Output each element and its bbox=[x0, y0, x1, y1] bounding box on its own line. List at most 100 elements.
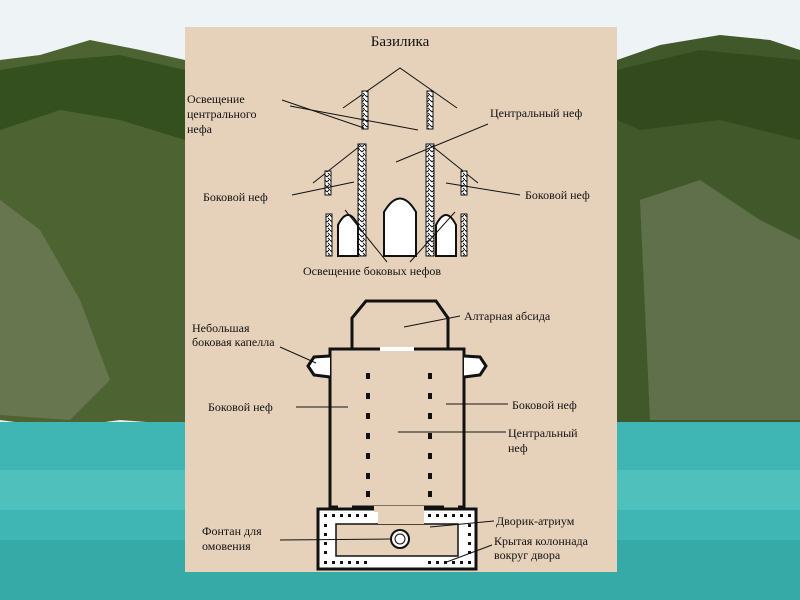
arch-center bbox=[383, 197, 417, 257]
leader-side-light-2 bbox=[409, 211, 456, 263]
colonnade-column bbox=[356, 514, 359, 517]
leader-side-nave-right bbox=[445, 182, 521, 196]
colonnade-column bbox=[444, 514, 447, 517]
arch-left bbox=[337, 214, 359, 257]
label-altar-apse: Алтарная абсида bbox=[464, 309, 551, 323]
aisle-wall-lower-right bbox=[460, 213, 468, 257]
chapel-right bbox=[463, 354, 488, 379]
colonnade-column bbox=[332, 561, 335, 564]
colonnade-column bbox=[324, 561, 327, 564]
left-cliff-shade bbox=[0, 200, 110, 420]
colonnade-column bbox=[324, 551, 327, 554]
apse-opening bbox=[380, 347, 414, 351]
label-plan-side-nave-left: Боковой неф bbox=[208, 400, 273, 414]
column bbox=[366, 473, 370, 479]
colonnade-column bbox=[460, 514, 463, 517]
column bbox=[366, 453, 370, 459]
leader-colonnade bbox=[443, 544, 493, 564]
label-side-nave-right: Боковой неф bbox=[525, 188, 590, 202]
clerestory-wall-right bbox=[426, 90, 434, 130]
aisle-wall-upper-left bbox=[324, 170, 332, 196]
colonnade-column bbox=[468, 514, 471, 517]
nave-wall-left bbox=[357, 143, 367, 257]
colonnade-column bbox=[324, 533, 327, 536]
leader-apse bbox=[403, 315, 461, 328]
column bbox=[366, 491, 370, 497]
altar-apse bbox=[350, 299, 450, 349]
column bbox=[428, 373, 432, 379]
colonnade bbox=[324, 514, 471, 564]
side-roof-right bbox=[431, 145, 479, 184]
leader-side-nave-left bbox=[291, 181, 355, 196]
side-roof-left bbox=[312, 145, 361, 184]
label-central-nave: Центральный неф bbox=[490, 106, 582, 120]
fountain bbox=[390, 529, 410, 549]
aisle-wall-upper-right bbox=[460, 170, 468, 196]
leader-atrium bbox=[429, 520, 495, 528]
column bbox=[366, 413, 370, 419]
colonnade-column bbox=[452, 561, 455, 564]
colonnade-column bbox=[428, 514, 431, 517]
arch-right bbox=[435, 214, 457, 257]
colonnade-column bbox=[468, 524, 471, 527]
fountain-inner bbox=[394, 533, 406, 545]
label-side-nave-left: Боковой неф bbox=[203, 190, 268, 204]
columns-left bbox=[366, 373, 370, 497]
column bbox=[428, 453, 432, 459]
column bbox=[428, 491, 432, 497]
label-small-chapel: Небольшая боковая капелла bbox=[192, 321, 275, 349]
label-fountain: Фонтан для омовения bbox=[202, 524, 265, 553]
atrium-gap-top bbox=[378, 509, 424, 524]
leader-clerestory-2 bbox=[289, 105, 419, 131]
nave-body bbox=[328, 347, 466, 509]
colonnade-column bbox=[468, 542, 471, 545]
leader-side-light-1 bbox=[344, 209, 388, 263]
left-cliff-foliage bbox=[0, 55, 185, 140]
clerestory-wall-left bbox=[361, 90, 369, 130]
diagram-title: Базилика bbox=[371, 34, 430, 50]
colonnade-column bbox=[468, 533, 471, 536]
colonnade-column bbox=[324, 514, 327, 517]
colonnade-column bbox=[468, 561, 471, 564]
nave-wall-right bbox=[425, 143, 435, 257]
colonnade-column bbox=[340, 514, 343, 517]
label-plan-central-nave: Центральный неф bbox=[508, 426, 581, 455]
nave-roof bbox=[342, 67, 458, 109]
label-side-nave-lighting: Освещение боковых нефов bbox=[303, 264, 441, 278]
right-cliff-shade bbox=[640, 180, 800, 420]
colonnade-column bbox=[364, 514, 367, 517]
entrance-right bbox=[444, 505, 458, 509]
colonnade-column bbox=[468, 551, 471, 554]
colonnade-column bbox=[460, 561, 463, 564]
right-cliff-foliage bbox=[617, 50, 800, 140]
leader-clerestory-1 bbox=[281, 99, 365, 129]
colonnade-column bbox=[348, 561, 351, 564]
label-atrium: Дворик-атриум bbox=[496, 514, 575, 528]
entrance-left bbox=[338, 505, 352, 509]
aisle-wall-lower-left bbox=[325, 213, 333, 257]
colonnade-column bbox=[332, 514, 335, 517]
leader-central-nave bbox=[395, 123, 489, 163]
elevation-section: Освещение центрального нефа Центральный … bbox=[187, 67, 590, 278]
leader-fountain bbox=[279, 538, 391, 541]
colonnade-column bbox=[348, 514, 351, 517]
colonnade-column bbox=[452, 514, 455, 517]
colonnade-column bbox=[340, 561, 343, 564]
colonnade-column bbox=[436, 561, 439, 564]
colonnade-column bbox=[356, 561, 359, 564]
column bbox=[428, 433, 432, 439]
label-plan-side-nave-right: Боковой неф bbox=[512, 398, 577, 412]
column bbox=[428, 393, 432, 399]
column bbox=[366, 433, 370, 439]
label-colonnade: Крытая колоннада вокруг двора bbox=[494, 534, 591, 562]
colonnade-column bbox=[324, 524, 327, 527]
column bbox=[428, 473, 432, 479]
column bbox=[428, 413, 432, 419]
plan-section: Алтарная абсида Небольшая боковая капелл… bbox=[192, 299, 591, 571]
leader-chapel bbox=[279, 346, 317, 364]
chapel-left bbox=[306, 354, 331, 379]
colonnade-column bbox=[428, 561, 431, 564]
column bbox=[366, 373, 370, 379]
label-clerestory-lighting: Освещение центрального нефа bbox=[187, 92, 260, 136]
